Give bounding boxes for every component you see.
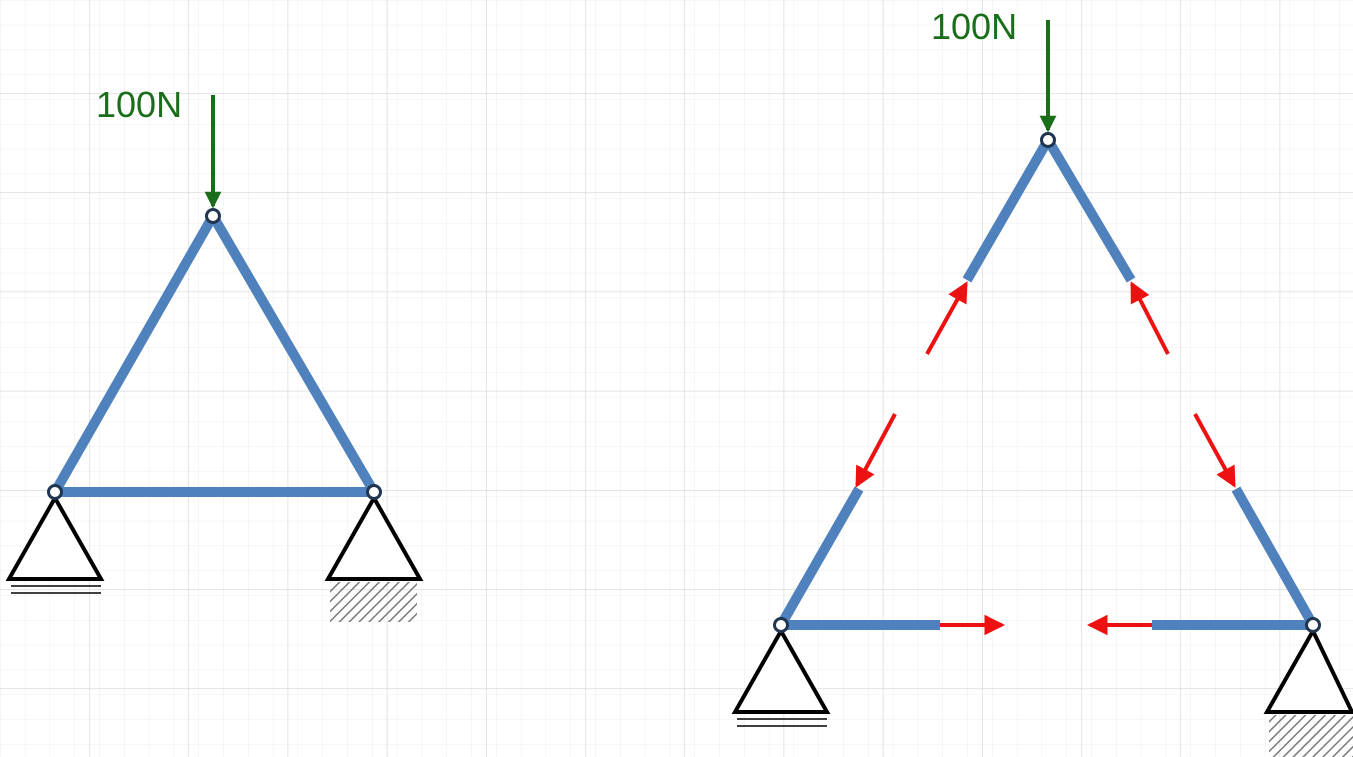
pin-support-triangle [1263, 626, 1353, 714]
right-load-label: 100N [931, 6, 1017, 47]
pin-support-triangle [324, 493, 424, 581]
right-left-diagonal-lower-segment [776, 486, 864, 628]
roller-support-triangle [5, 493, 105, 581]
ground-hatch [330, 582, 417, 622]
roller-support-triangle [731, 626, 831, 714]
left-joint-top [205, 208, 221, 224]
left-member-right-diagonal [208, 213, 379, 495]
left-member-left-diagonal [50, 213, 218, 495]
right-joint-bottom-left [773, 617, 789, 633]
force-arrow-left-diagonal-upper [925, 281, 968, 355]
right-joint-bottom-right [1305, 617, 1321, 633]
right-joint-top [1040, 132, 1056, 148]
right-right-diagonal-lower-segment [1231, 486, 1318, 628]
right-right-diagonal-upper-segment [1043, 137, 1136, 283]
right-fixed-pin-support [1263, 626, 1353, 757]
right-truss-member-segments [776, 137, 1318, 630]
left-joint-bottom-left [47, 484, 63, 500]
force-arrow-left-diagonal-lower [855, 413, 897, 488]
right-left-diagonal-upper-segment [962, 137, 1053, 283]
left-joint-bottom-right [366, 484, 382, 500]
right-truss-free-body: 100N [731, 6, 1353, 757]
right-pin-roller-support [731, 626, 831, 727]
left-load-label: 100N [96, 84, 182, 125]
left-truss-members [50, 213, 379, 497]
left-truss: 100N [5, 84, 424, 622]
internal-force-arrows [855, 281, 1236, 636]
force-arrow-right-diagonal-upper [1130, 281, 1170, 355]
force-arrow-right-diagonal-lower [1193, 413, 1236, 488]
ground-hatch [1269, 715, 1353, 757]
left-pin-roller-support [5, 493, 105, 594]
left-fixed-pin-support [324, 493, 424, 622]
